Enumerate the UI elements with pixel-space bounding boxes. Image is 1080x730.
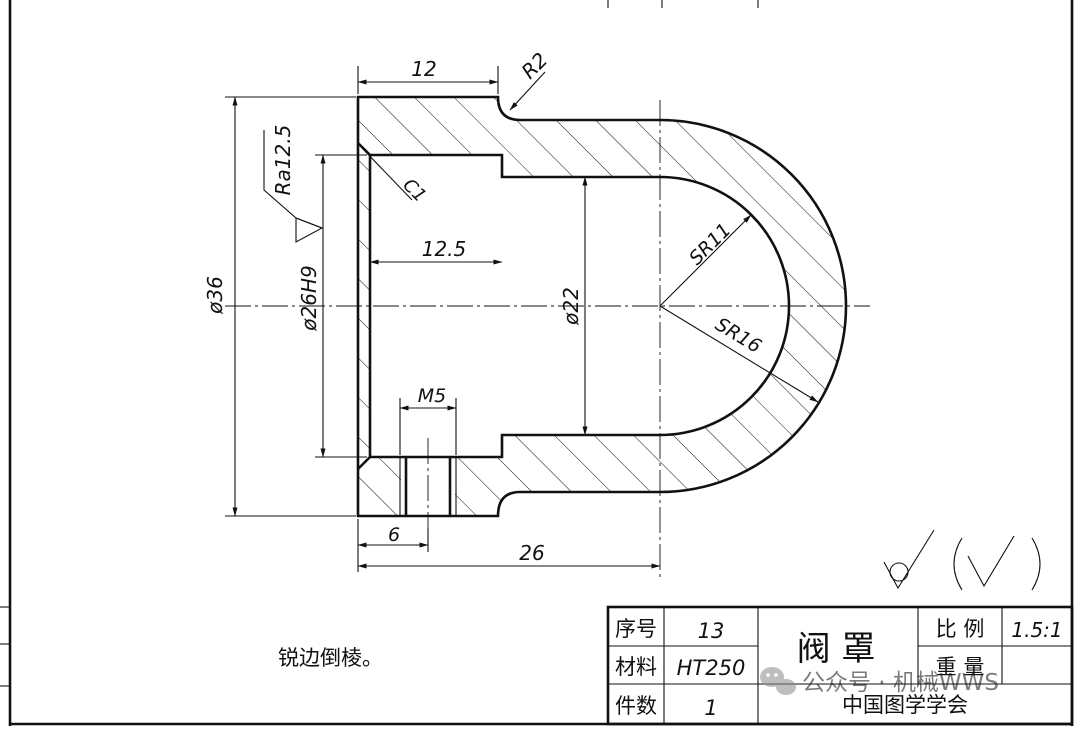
dim-text-26: 26 [519, 541, 544, 565]
weight-label: 重 量 [936, 655, 985, 679]
center-lines [225, 100, 870, 580]
dim-text-c1: C1 [398, 175, 430, 207]
organization-name: 中国图学学会 [842, 693, 968, 717]
dim-line-sr16 [659, 305, 819, 403]
title-block: 序号 13 材料 HT250 件数 1 阀 罩 比 例 1.5:1 重 量 中国… [606, 605, 1074, 726]
scale-label: 比 例 [936, 617, 985, 641]
dim-text-12: 12 [411, 57, 436, 81]
count-value: 1 [704, 696, 717, 720]
part-name: 阀 罩 [797, 629, 876, 669]
dim-text-d22: ø22 [559, 287, 583, 326]
dim-text-m5: M5 [418, 385, 446, 407]
dim-text-d26h9: ø26H9 [297, 265, 321, 331]
dim-text-r2: R2 [517, 48, 553, 84]
wechat-icon [760, 667, 796, 695]
watermark: 公众号 · 机械WWS [760, 667, 999, 696]
dim-text-6: 6 [388, 524, 400, 546]
material-value: HT250 [677, 656, 746, 680]
leader-r2 [509, 71, 546, 111]
technical-note: 锐边倒棱。 [278, 646, 383, 670]
scale-value: 1.5:1 [1011, 618, 1062, 642]
dim-text-12-5: 12.5 [422, 237, 467, 261]
surface-finish-symbol [883, 529, 1041, 591]
dim-text-d36: ø36 [203, 276, 227, 315]
dim-text-sr16: SR16 [711, 313, 765, 357]
seq-value: 13 [698, 619, 725, 643]
count-label: 件数 [615, 694, 657, 718]
leader-c1 [361, 147, 413, 201]
dim-text-sr11: SR11 [685, 219, 736, 270]
seq-label: 序号 [615, 617, 657, 641]
material-label: 材料 [615, 655, 657, 679]
roughness-symbol: Ra12.5 [263, 125, 324, 243]
dimension-lines [232, 71, 819, 569]
watermark-text: 公众号 · 机械WWS [802, 670, 999, 696]
roughness-text: Ra12.5 [271, 125, 295, 196]
dim-line-sr11 [659, 214, 752, 307]
